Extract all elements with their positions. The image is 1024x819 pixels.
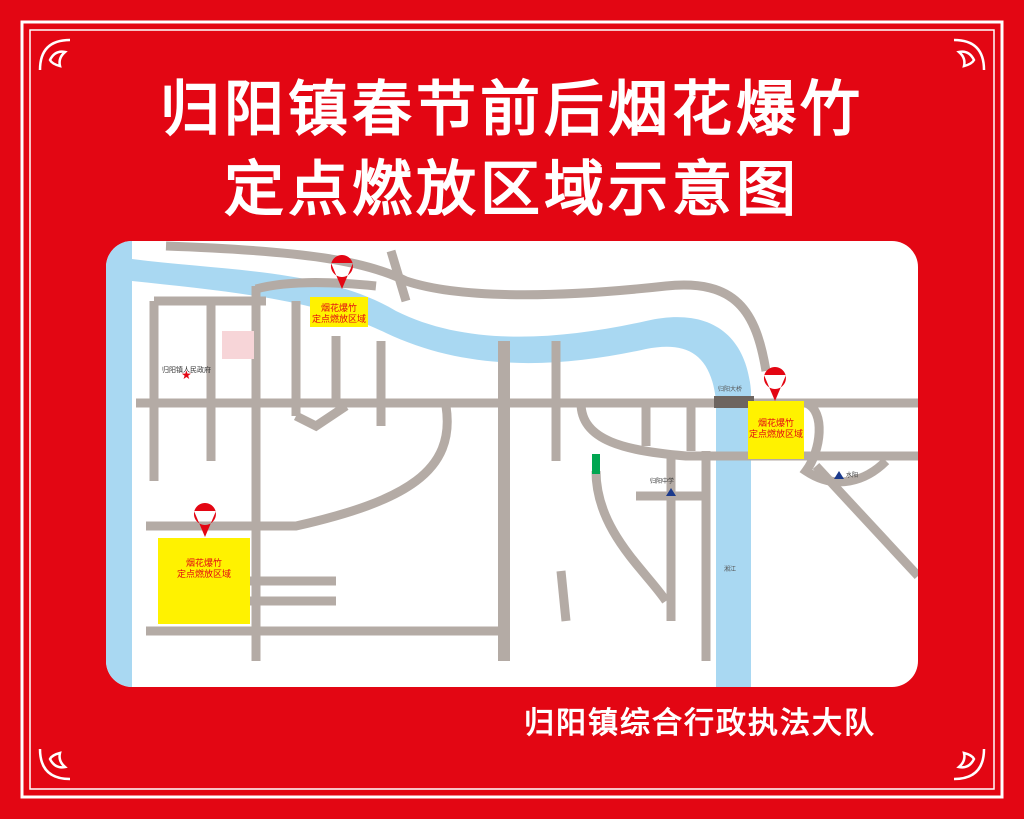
zone-southwest: [158, 538, 250, 624]
issuer-label: 归阳镇综合行政执法大队: [524, 706, 876, 741]
poster-title-line2: 定点燃放区域示意图: [224, 155, 800, 225]
zone-east: [748, 401, 804, 459]
pin-southwest-icon: [193, 503, 216, 537]
bridge-label: 归阳大桥: [718, 385, 742, 393]
zone-north-label1: 烟花爆竹: [321, 302, 357, 314]
bridge-segment: [714, 396, 754, 408]
zone-east-label1: 烟花爆竹: [758, 417, 794, 429]
poster-title-line1: 归阳镇春节前后烟花爆竹: [160, 75, 864, 145]
main-river: [132, 259, 751, 687]
zone-east-label2: 定点燃放区域: [749, 428, 803, 440]
school-label: 归阳中学: [650, 477, 674, 485]
government-star-icon: ★: [181, 368, 192, 382]
map-canvas: 烟花爆竹 定点燃放区域 烟花爆竹 定点燃放区域 烟花爆竹 定点燃放区域 ★ 归阳…: [106, 241, 918, 687]
location-pins: [193, 255, 786, 537]
zone-southwest-label2: 定点燃放区域: [177, 568, 231, 580]
zone-southwest-label1: 烟花爆竹: [186, 557, 222, 569]
river-label: 湘江: [724, 565, 736, 573]
shuiyang-label: 水阳: [846, 471, 858, 479]
school-triangle-icon: [666, 488, 676, 496]
pink-block: [222, 331, 254, 359]
pin-north-icon: [330, 255, 353, 289]
shuiyang-triangle-icon: [834, 471, 844, 479]
left-river: [106, 241, 132, 687]
zone-north-label2: 定点燃放区域: [312, 313, 366, 325]
road-network: [136, 241, 918, 661]
map-panel: 烟花爆竹 定点燃放区域 烟花爆竹 定点燃放区域 烟花爆竹 定点燃放区域 ★ 归阳…: [106, 241, 918, 687]
pin-east-icon: [763, 367, 786, 401]
government-label: 归阳镇人民政府: [162, 365, 211, 374]
green-marker: [592, 454, 600, 474]
zone-north: [310, 297, 368, 327]
